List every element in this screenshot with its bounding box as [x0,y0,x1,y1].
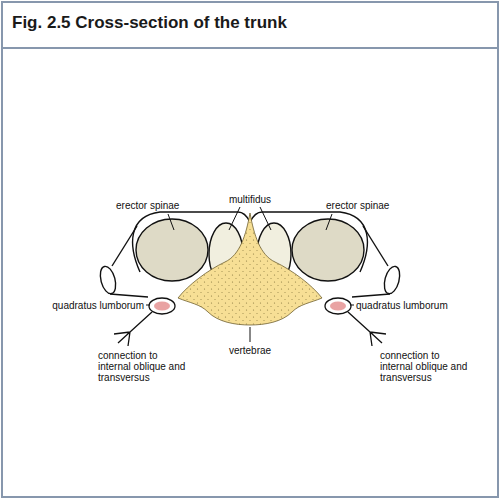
muscle-label: quadratus lumborum [52,300,144,311]
aponeurosis-fan [114,312,386,346]
muscle-label: erector spinae [326,200,389,211]
connection-note: connection to internal oblique and trans… [380,350,468,383]
title-frame [2,2,498,48]
muscle-label: erector spinae [116,200,179,211]
vertebra [178,213,322,325]
erector-spinae-muscle [136,219,208,281]
erector-spinae-muscle [292,219,364,281]
figure-title: Fig. 2.5 Cross-section of the trunk [12,14,287,33]
leader-line [146,207,354,342]
muscle-label: multifidus [229,194,271,205]
bone-label: vertebrae [229,345,271,356]
quadratus-lumborum-muscle [149,298,351,314]
panel-frame [2,48,498,497]
connection-note: connection to internal oblique and trans… [98,350,186,383]
muscle-label: quadratus lumborum [356,300,448,311]
